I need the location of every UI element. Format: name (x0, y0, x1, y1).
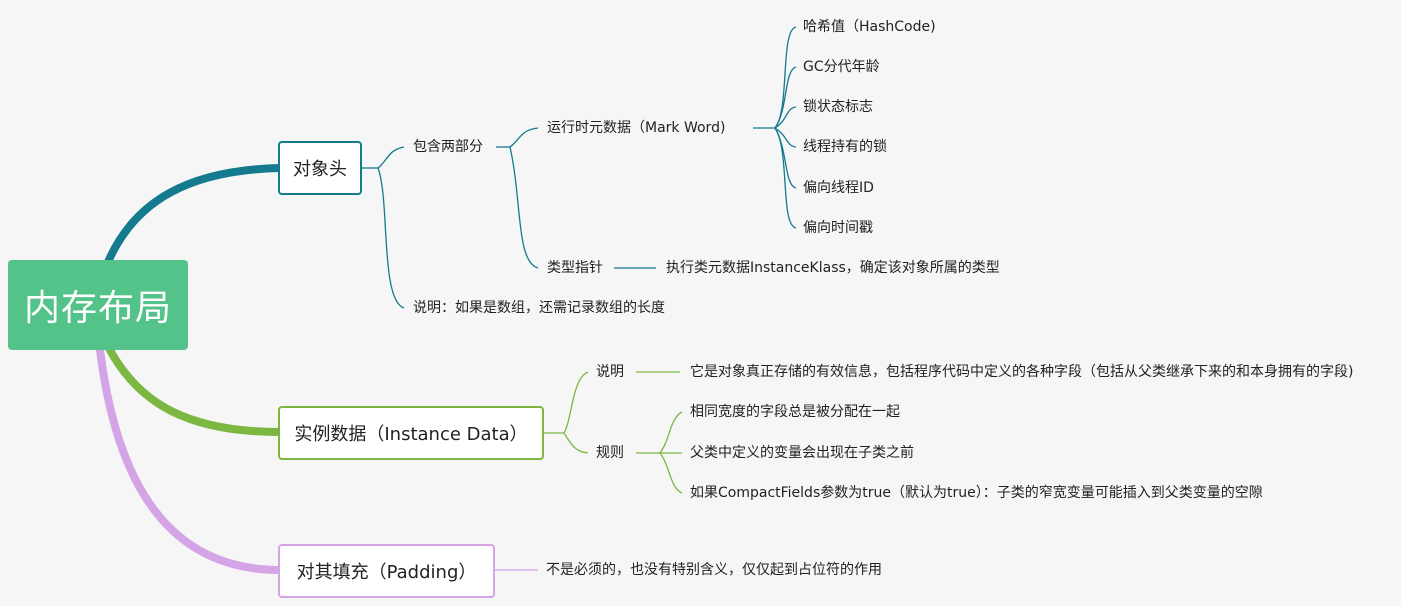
root-node[interactable]: 内存布局 (8, 260, 188, 350)
node-mark-item[interactable]: 锁状态标志 (803, 99, 873, 115)
node-mark-item[interactable]: 哈希值（HashCode) (803, 19, 936, 35)
branch-padding[interactable]: 对其填充（Padding） (278, 544, 495, 598)
branch-instance-data[interactable]: 实例数据（Instance Data） (278, 406, 544, 460)
node-padding-desc[interactable]: 不是必须的，也没有特别含义，仅仅起到占位符的作用 (546, 562, 882, 578)
node-klass-pointer[interactable]: 类型指针 (547, 260, 603, 276)
node-mark-item[interactable]: 偏向线程ID (803, 180, 874, 196)
node-rule-item[interactable]: 如果CompactFields参数为true（默认为true）：子类的窄宽变量可… (690, 485, 1263, 501)
node-rule-item[interactable]: 父类中定义的变量会出现在子类之前 (690, 445, 914, 461)
node-contains-two-parts[interactable]: 包含两部分 (413, 139, 483, 155)
connector-root-padding (96, 346, 284, 574)
node-instance-explain[interactable]: 说明 (596, 364, 624, 380)
node-mark-item[interactable]: 线程持有的锁 (803, 139, 887, 155)
node-rule-item[interactable]: 相同宽度的字段总是被分配在一起 (690, 404, 900, 420)
node-mark-word[interactable]: 运行时元数据（Mark Word) (547, 120, 726, 136)
node-instance-rules[interactable]: 规则 (596, 445, 624, 461)
node-klass-pointer-desc[interactable]: 执行类元数据InstanceKlass，确定该对象所属的类型 (666, 260, 1000, 276)
connector-root-header (104, 164, 284, 266)
node-header-note[interactable]: 说明：如果是数组，还需记录数组的长度 (413, 300, 665, 316)
node-instance-explain-text[interactable]: 它是对象真正存储的有效信息，包括程序代码中定义的各种字段（包括从父类继承下来的和… (690, 364, 1354, 380)
connector-root-instance (106, 346, 284, 436)
branch-object-header[interactable]: 对象头 (278, 141, 362, 195)
node-mark-item[interactable]: GC分代年龄 (803, 59, 880, 75)
node-mark-item[interactable]: 偏向时间戳 (803, 220, 873, 236)
